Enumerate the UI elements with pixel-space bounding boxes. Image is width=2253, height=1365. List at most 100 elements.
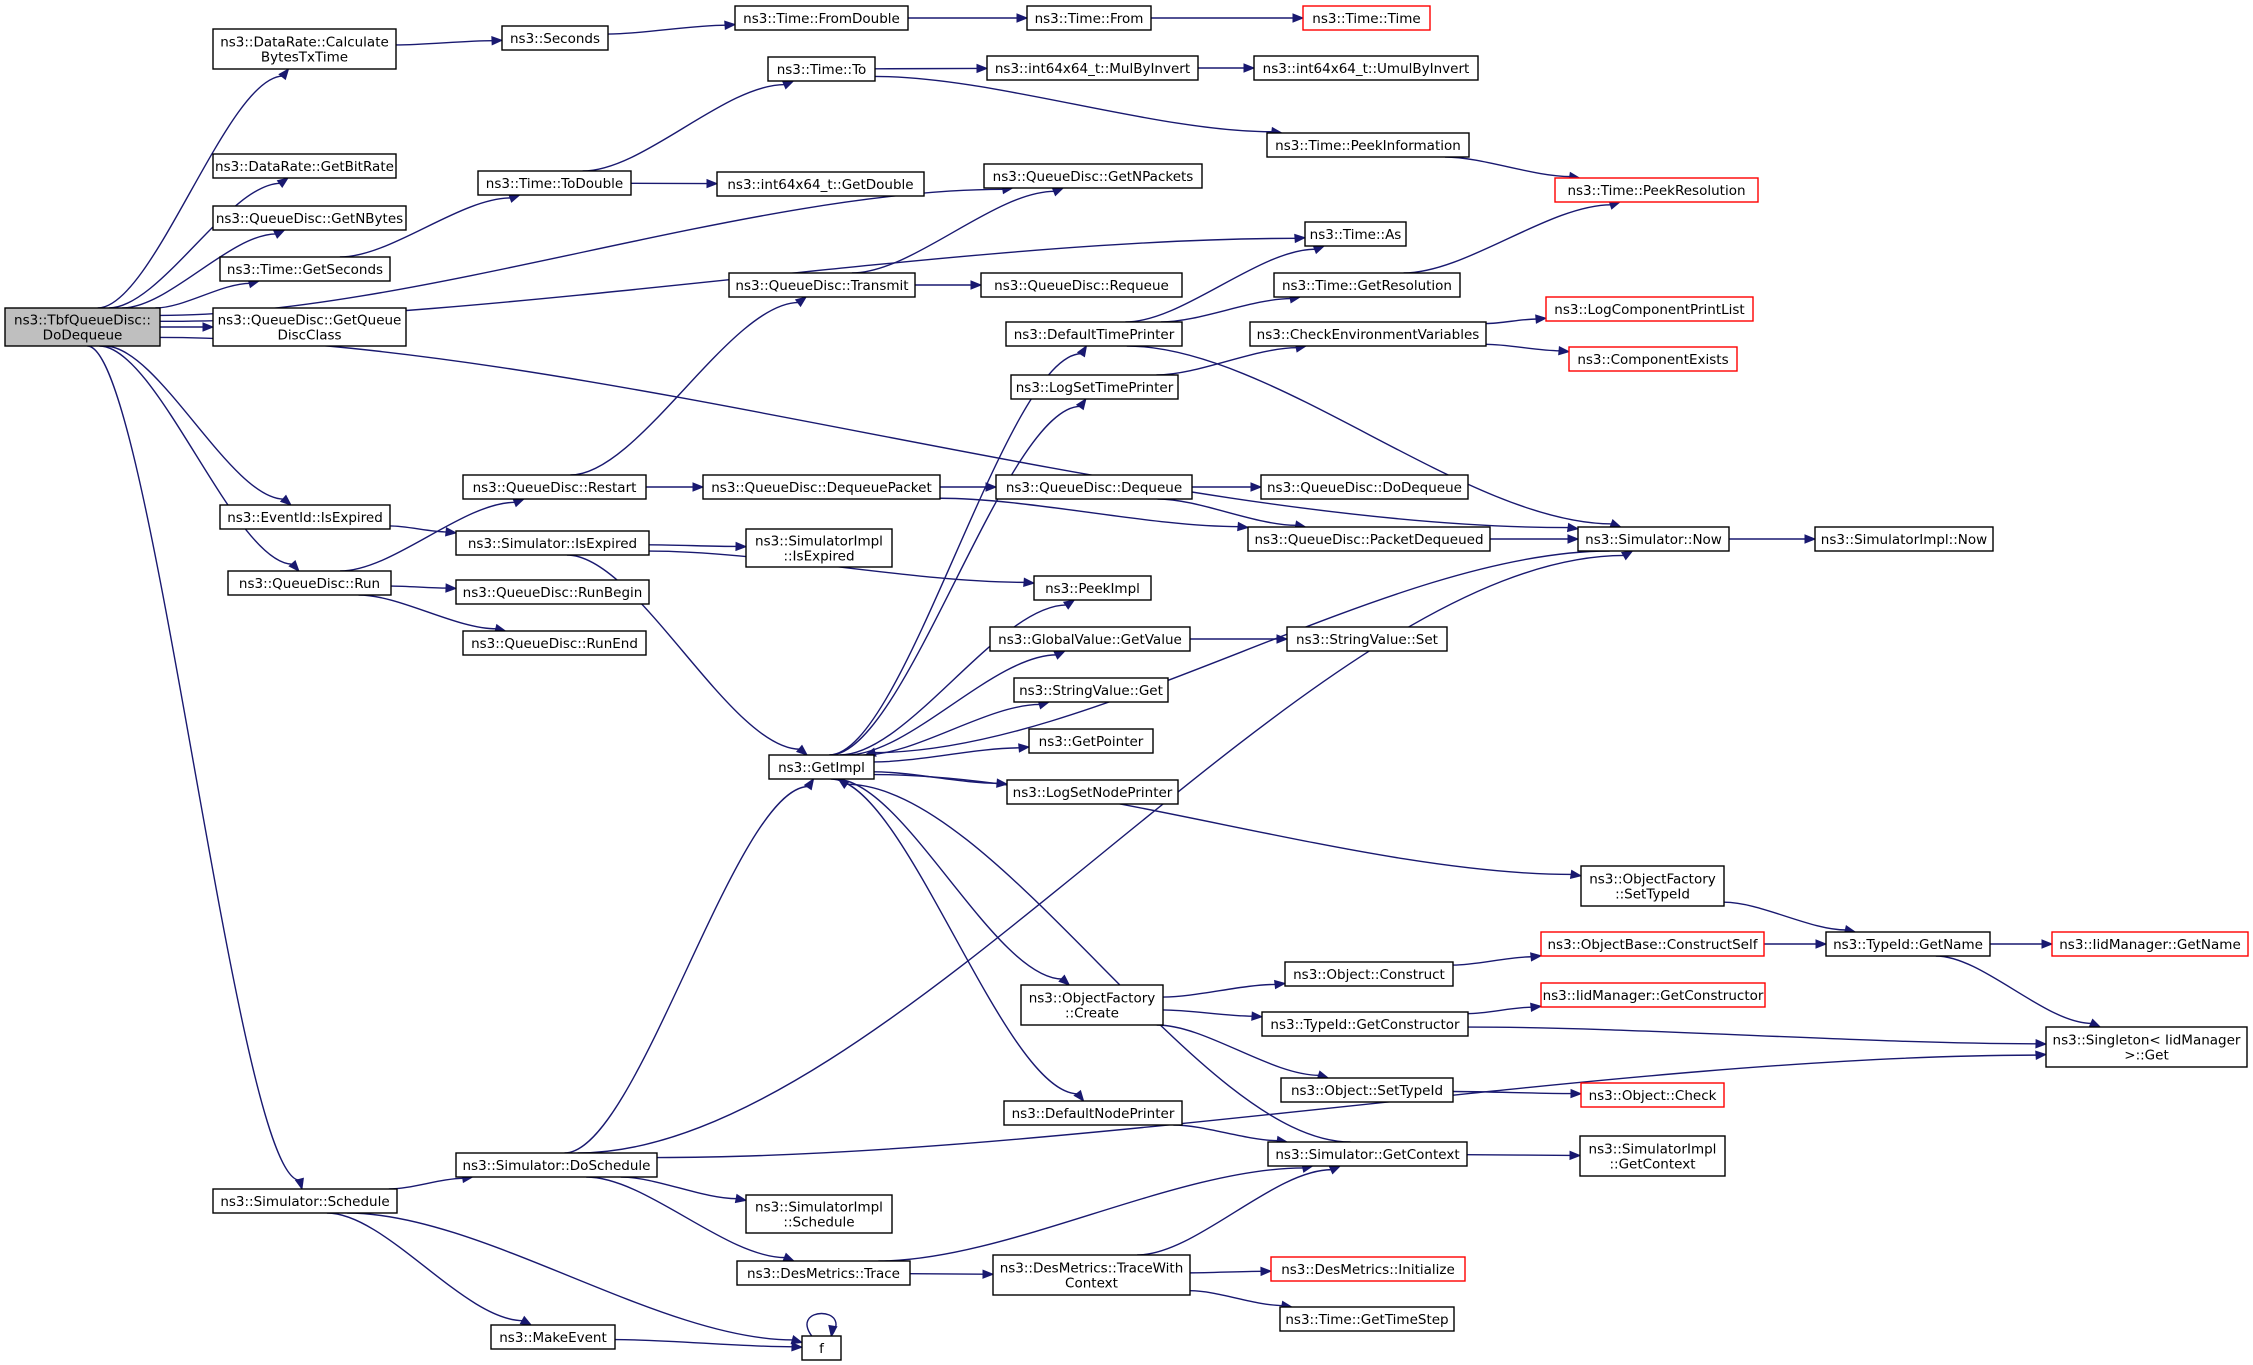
node-sim_getcontext[interactable]: ns3::Simulator::GetContext: [1267, 1141, 1468, 1167]
node-getpointer[interactable]: ns3::GetPointer: [1028, 728, 1154, 754]
node-typeid_getname[interactable]: ns3::TypeId::GetName: [1825, 931, 1991, 957]
node-umulbyinvert[interactable]: ns3::int64x64_t::UmulByInvert: [1253, 55, 1479, 81]
node-box: [1825, 931, 1991, 957]
node-label: ns3::Time::From: [1035, 11, 1144, 27]
node-dequeuepacket[interactable]: ns3::QueueDisc::DequeuePacket: [702, 474, 941, 500]
node-ob_constructself[interactable]: ns3::ObjectBase::ConstructSelf: [1540, 931, 1765, 957]
node-label: ns3::Time::GetTimeStep: [1285, 1312, 1448, 1328]
node-getnbytes[interactable]: ns3::QueueDisc::GetNBytes: [212, 205, 407, 231]
node-restart[interactable]: ns3::QueueDisc::Restart: [462, 474, 647, 500]
node-label: ns3::SimulatorImpl::Now: [1821, 532, 1987, 548]
node-gettimestep[interactable]: ns3::Time::GetTimeStep: [1279, 1306, 1455, 1332]
node-makeevent[interactable]: ns3::MakeEvent: [490, 1324, 616, 1350]
edge-line: [845, 783, 1351, 1143]
node-simimpl_schedule[interactable]: ns3::SimulatorImpl::Schedule: [745, 1194, 893, 1234]
node-desm_init[interactable]: ns3::DesMetrics::Initialize: [1270, 1256, 1466, 1282]
edge-f-to-f: [806, 1312, 838, 1338]
node-packetdequeued[interactable]: ns3::QueueDisc::PacketDequeued: [1247, 526, 1491, 552]
node-sv_set[interactable]: ns3::StringValue::Set: [1286, 626, 1448, 652]
node-simimpl_isexpired[interactable]: ns3::SimulatorImpl::IsExpired: [745, 528, 893, 568]
node-gv_getvalue[interactable]: ns3::GlobalValue::GetValue: [989, 626, 1191, 652]
node-label: ns3::DefaultNodePrinter: [1012, 1106, 1175, 1122]
node-obj_settypeid[interactable]: ns3::Object::SetTypeId: [1280, 1077, 1454, 1103]
node-obj_check[interactable]: ns3::Object::Check: [1580, 1082, 1725, 1108]
node-sv_get[interactable]: ns3::StringValue::Get: [1013, 677, 1169, 703]
node-from[interactable]: ns3::Time::From: [1026, 5, 1152, 31]
edge-todouble-to-getdouble: [630, 178, 719, 189]
edge-of_settypeid-to-typeid_getname: [1723, 901, 1857, 935]
edge-dequeuepacket-to-dequeue: [939, 482, 998, 492]
node-defaultnodeprinter[interactable]: ns3::DefaultNodePrinter: [1003, 1100, 1183, 1126]
node-mulbyinvert[interactable]: ns3::int64x64_t::MulByInvert: [986, 55, 1199, 81]
edge-line: [939, 497, 1240, 528]
node-isexpired_ev[interactable]: ns3::EventId::IsExpired: [219, 504, 391, 530]
edge-arrowhead: [735, 541, 748, 552]
node-logsettimeprinter[interactable]: ns3::LogSetTimePrinter: [1010, 374, 1179, 400]
node-compexists[interactable]: ns3::ComponentExists: [1568, 346, 1738, 372]
node-todouble[interactable]: ns3::Time::ToDouble: [477, 170, 632, 196]
node-as[interactable]: ns3::Time::As: [1304, 221, 1407, 247]
node-sim_schedule[interactable]: ns3::Simulator::Schedule: [212, 1188, 398, 1214]
node-requeue[interactable]: ns3::QueueDisc::Requeue: [980, 272, 1183, 298]
node-checkenv[interactable]: ns3::CheckEnvironmentVariables: [1249, 321, 1487, 347]
node-desm_trace[interactable]: ns3::DesMetrics::Trace: [736, 1260, 911, 1286]
node-label: ns3::Seconds: [510, 31, 600, 47]
edge-arrowhead: [519, 1315, 533, 1326]
node-dodequeue[interactable]: ns3::QueueDisc::DoDequeue: [1260, 474, 1469, 500]
node-runbegin[interactable]: ns3::QueueDisc::RunBegin: [455, 579, 650, 605]
node-dequeue[interactable]: ns3::QueueDisc::Dequeue: [995, 474, 1193, 500]
node-simimpl_now[interactable]: ns3::SimulatorImpl::Now: [1814, 526, 1994, 552]
edge-arrowhead: [272, 229, 286, 239]
node-peekimpl[interactable]: ns3::PeekImpl: [1033, 575, 1152, 601]
node-iid_getconstructor[interactable]: ns3::IidManager::GetConstructor: [1540, 982, 1766, 1008]
edge-line: [909, 1272, 985, 1275]
node-logcompprint[interactable]: ns3::LogComponentPrintList: [1545, 296, 1754, 322]
edge-getimpl-to-peekimpl: [839, 599, 1076, 756]
node-sim_isexpired[interactable]: ns3::Simulator::IsExpired: [455, 530, 650, 556]
node-fromdouble[interactable]: ns3::Time::FromDouble: [734, 5, 909, 31]
node-layer: ns3::TbfQueueDisc::DoDequeue ns3::DataRat…: [4, 5, 2249, 1361]
node-of_create[interactable]: ns3::ObjectFactory::Create: [1020, 984, 1164, 1026]
node-simimpl_getcontext[interactable]: ns3::SimulatorImpl::GetContext: [1579, 1135, 1726, 1177]
node-logsetnodeprinter[interactable]: ns3::LogSetNodePrinter: [1006, 779, 1179, 805]
node-typeid_getconstructor[interactable]: ns3::TypeId::GetConstructor: [1261, 1011, 1469, 1037]
node-label: ns3::QueueDisc::GetNPackets: [993, 169, 1194, 185]
node-peekres[interactable]: ns3::Time::PeekResolution: [1554, 177, 1759, 203]
node-label: ns3::Simulator::Schedule: [220, 1194, 389, 1210]
node-root[interactable]: ns3::TbfQueueDisc::DoDequeue: [4, 307, 161, 347]
node-obj_construct[interactable]: ns3::Object::Construct: [1284, 961, 1454, 987]
node-getbitrate[interactable]: ns3::DataRate::GetBitRate: [212, 153, 397, 179]
node-box: [1304, 221, 1407, 247]
node-label: ns3::Time::ToDouble: [486, 176, 623, 192]
node-getimpl[interactable]: ns3::GetImpl: [768, 754, 875, 780]
node-f[interactable]: f: [801, 1335, 842, 1361]
node-singleton_get[interactable]: ns3::Singleton< IidManager>::Get: [2045, 1026, 2248, 1068]
node-iid_getname[interactable]: ns3::IidManager::GetName: [2051, 931, 2249, 957]
node-seconds[interactable]: ns3::Seconds: [501, 25, 609, 51]
node-getresolution[interactable]: ns3::Time::GetResolution: [1273, 272, 1461, 298]
edge-arrowhead: [1260, 1266, 1273, 1277]
edge-typeid_getname-to-singleton_get: [1935, 955, 2102, 1028]
node-defaulttimeprinter[interactable]: ns3::DefaultTimePrinter: [1005, 321, 1183, 347]
edge-line: [390, 585, 448, 589]
edge-mulbyinvert-to-umulbyinvert: [1198, 63, 1256, 73]
node-transmit[interactable]: ns3::QueueDisc::Transmit: [728, 272, 916, 298]
node-getdouble[interactable]: ns3::int64x64_t::GetDouble: [716, 171, 925, 197]
node-runend[interactable]: ns3::QueueDisc::RunEnd: [462, 630, 647, 656]
node-box: [734, 5, 909, 31]
edge-restart-to-dequeuepacket: [645, 482, 705, 492]
node-time[interactable]: ns3::Time::Time: [1302, 5, 1431, 31]
node-of_settypeid[interactable]: ns3::ObjectFactory::SetTypeId: [1580, 865, 1725, 907]
node-sim_now[interactable]: ns3::Simulator::Now: [1577, 526, 1730, 552]
node-getnpackets[interactable]: ns3::QueueDisc::GetNPackets: [983, 163, 1203, 189]
node-to[interactable]: ns3::Time::To: [767, 56, 876, 82]
node-label: ns3::int64x64_t::GetDouble: [727, 177, 913, 193]
node-getseconds[interactable]: ns3::Time::GetSeconds: [219, 256, 391, 282]
node-peekinfo[interactable]: ns3::Time::PeekInformation: [1266, 132, 1470, 158]
edge-arrowhead: [1250, 482, 1263, 492]
node-run[interactable]: ns3::QueueDisc::Run: [227, 570, 392, 596]
node-sim_doschedule[interactable]: ns3::Simulator::DoSchedule: [455, 1152, 658, 1178]
